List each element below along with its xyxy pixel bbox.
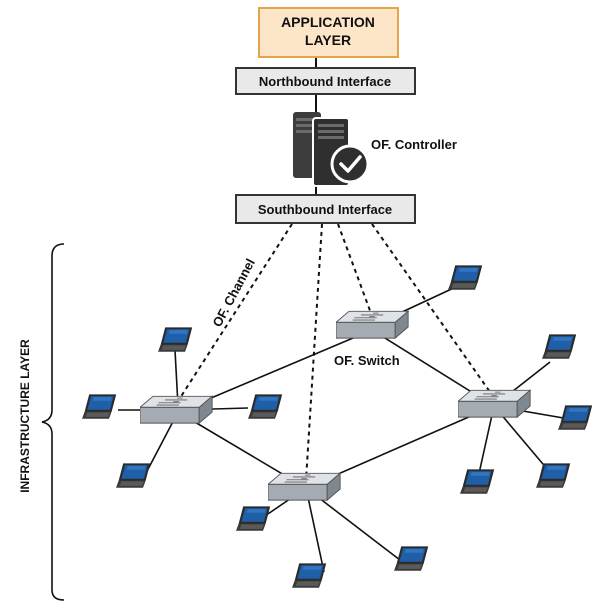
application-layer-box: APPLICATION LAYER [258,7,399,58]
application-layer-line1: APPLICATION [281,14,375,30]
switch-label: OF. Switch [334,353,400,368]
laptop-icon [116,463,151,488]
network-switch-icon [140,395,213,424]
laptop-icon [82,394,117,419]
laptop-icon [448,265,483,290]
northbound-interface-label: Northbound Interface [259,74,391,89]
laptop-icon [542,334,577,359]
laptop-icon [558,405,593,430]
laptop-icon [158,327,193,352]
of-channel-links [179,223,491,481]
southbound-interface-label: Southbound Interface [258,202,392,217]
network-switch-icon [336,310,409,339]
laptop-icon [236,506,271,531]
controller-label: OF. Controller [371,137,457,152]
southbound-interface-box: Southbound Interface [235,194,416,224]
application-layer-line2: LAYER [305,32,351,48]
laptop-icon [394,546,429,571]
laptop-icon [536,463,571,488]
infrastructure-layer-bracket [41,243,65,601]
laptop-icon [292,563,327,588]
server-with-checkmark-icon [293,112,370,187]
network-switch-icon [268,472,341,501]
laptop-icon [460,469,495,494]
channel-label: OF. Channel [209,256,258,329]
laptop-icon [248,394,283,419]
infrastructure-layer-label: INFRASTRUCTURE LAYER [18,339,32,493]
northbound-interface-box: Northbound Interface [235,67,416,95]
network-switch-icon [458,389,531,418]
